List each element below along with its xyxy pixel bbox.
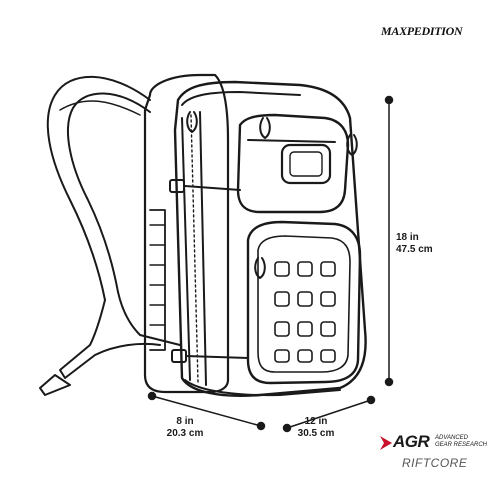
- depth-imperial: 12 in: [304, 416, 328, 427]
- brand-logo: MAXPEDITION: [381, 24, 463, 39]
- agr-chevron-icon: [380, 436, 392, 450]
- molle-grid: [274, 261, 336, 363]
- depth-metric: 30.5 cm: [297, 428, 335, 439]
- agr-tagline-2: GEAR RESEARCH: [435, 442, 488, 448]
- agr-logo: AGR ADVANCED GEAR RESEARCH: [380, 432, 490, 456]
- front-pocket: [246, 220, 362, 385]
- height-metric: 47.5 cm: [396, 244, 433, 255]
- waist-strap: [59, 299, 161, 379]
- product-name: RIFTCORE: [402, 456, 467, 470]
- agr-mark: AGR: [393, 432, 430, 451]
- top-pocket: [236, 113, 350, 214]
- brand-name: MAXPEDITION: [381, 24, 463, 38]
- product-name-text: RIFTCORE: [402, 456, 468, 470]
- dimension-arrow-right: [282, 395, 376, 433]
- height-imperial: 18 in: [396, 232, 419, 243]
- width-imperial: 8 in: [176, 416, 194, 427]
- dimension-arrow-vertical: [384, 95, 394, 387]
- agr-tagline-1: ADVANCED: [435, 435, 469, 441]
- depth-label: 12 in 30.5 cm: [286, 416, 346, 440]
- shoulder-strap: [46, 75, 151, 301]
- height-label: 18 in 47.5 cm: [396, 232, 450, 256]
- back-panel: [143, 73, 230, 394]
- dimension-arrow-left: [147, 391, 266, 431]
- width-label: 8 in 20.3 cm: [155, 416, 215, 440]
- width-metric: 20.3 cm: [166, 428, 204, 439]
- main-body: [173, 80, 367, 397]
